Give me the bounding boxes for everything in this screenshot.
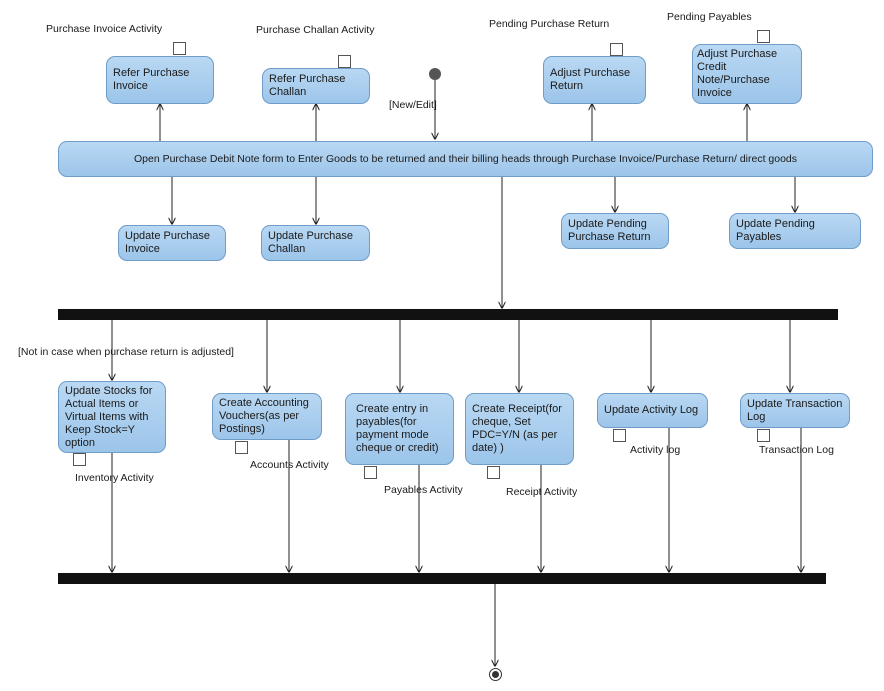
action-update-transaction-log[interactable]: Update Transaction Log — [740, 393, 850, 428]
action-label: Create Receipt(for cheque, Set PDC=Y/N (… — [472, 403, 562, 454]
fork-bar — [58, 309, 838, 320]
action-label: Create Accounting Vouchers(as per Postin… — [219, 397, 309, 435]
label-receipt-activity: Receipt Activity — [506, 486, 578, 498]
label-purchase-challan-activity: Purchase Challan Activity — [256, 24, 375, 36]
action-update-stocks[interactable]: Update Stocks for Actual Items or Virtua… — [58, 381, 166, 453]
action-label: Update Pending Payables — [736, 218, 815, 243]
object-pin — [757, 30, 770, 43]
action-refer-purchase-invoice[interactable]: Refer Purchase Invoice — [106, 56, 214, 104]
object-pin — [173, 42, 186, 55]
action-label: Refer Purchase Invoice — [113, 67, 190, 92]
action-label: Update Transaction Log — [747, 397, 843, 423]
object-pin — [338, 55, 351, 68]
label-payables-activity: Payables Activity — [384, 484, 463, 496]
object-pin — [235, 441, 248, 454]
action-label: Update Stocks for Actual Items or Virtua… — [65, 384, 153, 449]
join-bar — [58, 573, 826, 584]
action-create-receipt[interactable]: Create Receipt(for cheque, Set PDC=Y/N (… — [465, 393, 574, 465]
action-update-pending-return[interactable]: Update Pending Purchase Return — [561, 213, 669, 249]
action-label: Create entry in payables(for payment mod… — [356, 403, 439, 454]
action-refer-purchase-challan[interactable]: Refer Purchase Challan — [262, 68, 370, 104]
guard-new-edit: [New/Edit] — [389, 99, 437, 111]
label-activity-log: Activity log — [630, 444, 681, 456]
label-inventory-activity: Inventory Activity — [75, 472, 154, 484]
action-label: Update Purchase Invoice — [125, 230, 210, 255]
object-pin — [364, 466, 377, 479]
label-transaction-log: Transaction Log — [759, 444, 834, 456]
guard-not-adjusted: [Not in case when purchase return is adj… — [18, 346, 234, 358]
action-label: Refer Purchase Challan — [269, 73, 346, 98]
label-pending-purchase-return: Pending Purchase Return — [489, 18, 610, 30]
action-label: Open Purchase Debit Note form to Enter G… — [133, 152, 798, 165]
action-label: Adjust Purchase Credit Note/Purchase Inv… — [697, 48, 778, 99]
action-update-activity-log[interactable]: Update Activity Log — [597, 393, 708, 428]
action-label: Update Purchase Challan — [268, 230, 353, 255]
action-update-pending-payables[interactable]: Update Pending Payables — [729, 213, 861, 249]
action-label: Update Pending Purchase Return — [568, 218, 651, 243]
object-pin — [613, 429, 626, 442]
label-accounts-activity: Accounts Activity — [250, 459, 329, 471]
object-pin — [487, 466, 500, 479]
action-label: Update Activity Log — [604, 404, 699, 416]
action-open-debit-note-form[interactable]: Open Purchase Debit Note form to Enter G… — [58, 141, 873, 177]
label-purchase-invoice-activity: Purchase Invoice Activity — [46, 23, 163, 35]
action-adjust-credit-note[interactable]: Adjust Purchase Credit Note/Purchase Inv… — [692, 44, 802, 104]
initial-node — [429, 68, 441, 80]
action-update-purchase-invoice[interactable]: Update Purchase Invoice — [118, 225, 226, 261]
action-create-payables-entry[interactable]: Create entry in payables(for payment mod… — [345, 393, 454, 465]
object-pin — [757, 429, 770, 442]
action-adjust-purchase-return[interactable]: Adjust Purchase Return — [543, 56, 646, 104]
action-label: Adjust Purchase Return — [550, 67, 631, 92]
final-node — [489, 668, 502, 681]
action-update-purchase-challan[interactable]: Update Purchase Challan — [261, 225, 370, 261]
object-pin — [610, 43, 623, 56]
action-create-accounting-vouchers[interactable]: Create Accounting Vouchers(as per Postin… — [212, 393, 322, 440]
object-pin — [73, 453, 86, 466]
label-pending-payables: Pending Payables — [667, 11, 752, 23]
